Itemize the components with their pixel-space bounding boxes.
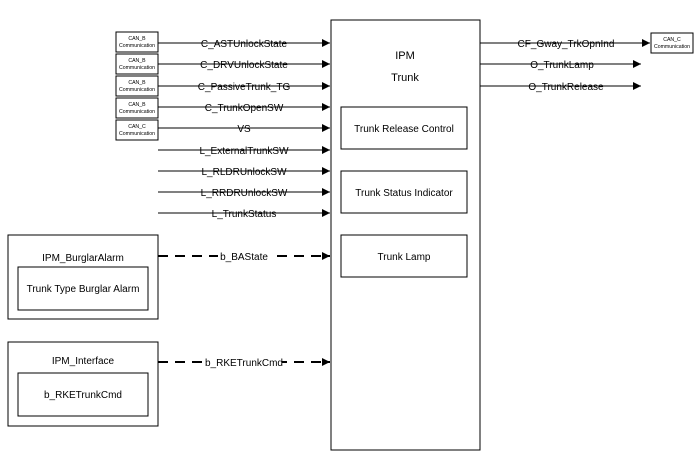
input-signal-9: L_TrunkStatus	[158, 209, 330, 220]
input-signal-4-label: C_TrunkOpenSW	[205, 103, 284, 114]
output-signal-2: O_TrunkLamp	[480, 60, 641, 71]
comm-box-5-bus: CAN_C	[128, 124, 146, 130]
comm-box-1: CAN_B Communication	[115, 31, 159, 53]
input-signal-7: L_RLDRUnlockSW	[158, 167, 330, 178]
interface-title: IPM_Interface	[52, 356, 115, 367]
input-signal-6-label: L_ExternalTrunkSW	[199, 146, 289, 157]
comm-box-1-word: Communication	[119, 43, 155, 49]
comm-box-3-word: Communication	[119, 87, 155, 93]
trunk-status-indicator-block	[340, 170, 468, 214]
comm-box-4-bus: CAN_B	[128, 102, 146, 108]
ipm-subtitle: Trunk	[391, 72, 419, 84]
comm-box-3: CAN_B Communication	[115, 75, 159, 97]
out-comm-box-bus: CAN_C	[663, 37, 681, 43]
input-signal-2: C_DRVUnlockState	[158, 60, 330, 71]
burglar-alarm-inner-label: Trunk Type Burglar Alarm	[27, 284, 140, 295]
comm-box-4-word: Communication	[119, 109, 155, 115]
trunk-lamp-label: Trunk Lamp	[378, 252, 431, 263]
out-comm-box-word: Communication	[654, 44, 690, 50]
input-signal-5-label: VS	[237, 124, 251, 135]
interface-signal: b_RKETrunkCmd	[158, 355, 330, 369]
comm-box-2-word: Communication	[119, 65, 155, 71]
input-signal-5: VS	[158, 124, 330, 135]
trunk-lamp-block	[340, 234, 468, 278]
trunk-release-control-label: Trunk Release Control	[354, 124, 454, 135]
comm-box-2-bus: CAN_B	[128, 58, 146, 64]
input-signal-2-label: C_DRVUnlockState	[200, 60, 288, 71]
input-signal-1-label: C_ASTUnlockState	[201, 39, 288, 50]
comm-box-3-bus: CAN_B	[128, 80, 146, 86]
output-signal-1: CF_Gway_TrkOpnInd	[480, 39, 650, 50]
burglar-alarm-title: IPM_BurglarAlarm	[42, 253, 124, 264]
input-signal-1: C_ASTUnlockState	[158, 39, 330, 50]
input-signal-3-label: C_PassiveTrunk_TG	[198, 82, 291, 93]
burglar-alarm-signal-label: b_BAState	[220, 252, 268, 263]
burglar-alarm-module: IPM_BurglarAlarm Trunk Type Burglar Alar…	[7, 234, 159, 320]
ipm-title: IPM	[395, 50, 415, 62]
interface-module: IPM_Interface b_RKETrunkCmd	[7, 341, 159, 427]
comm-box-2: CAN_B Communication	[115, 53, 159, 75]
trunk-status-indicator-label: Trunk Status Indicator	[355, 188, 453, 199]
out-comm-box: CAN_C Communication	[650, 32, 694, 54]
input-signal-7-label: L_RLDRUnlockSW	[201, 167, 287, 178]
trunk-release-control-block	[340, 106, 468, 150]
input-signal-9-label: L_TrunkStatus	[212, 209, 277, 220]
input-signal-3: C_PassiveTrunk_TG	[158, 82, 330, 93]
input-signal-8-label: L_RRDRUnlockSW	[201, 188, 288, 199]
burglar-alarm-signal: b_BAState	[158, 249, 330, 263]
input-signal-4: C_TrunkOpenSW	[158, 103, 330, 114]
interface-inner-label: b_RKETrunkCmd	[44, 390, 122, 401]
output-signal-3-label: O_TrunkRelease	[528, 82, 604, 93]
input-signal-8: L_RRDRUnlockSW	[158, 188, 330, 199]
comm-box-1-bus: CAN_B	[128, 36, 146, 42]
comm-box-5-word: Communication	[119, 131, 155, 137]
interface-signal-label: b_RKETrunkCmd	[205, 358, 283, 369]
comm-box-5: CAN_C Communication	[115, 119, 159, 141]
output-signal-3: O_TrunkRelease	[480, 82, 641, 93]
comm-box-4: CAN_B Communication	[115, 97, 159, 119]
input-signal-6: L_ExternalTrunkSW	[158, 146, 330, 157]
output-signal-1-label: CF_Gway_TrkOpnInd	[518, 39, 615, 50]
output-signal-2-label: O_TrunkLamp	[530, 60, 594, 71]
